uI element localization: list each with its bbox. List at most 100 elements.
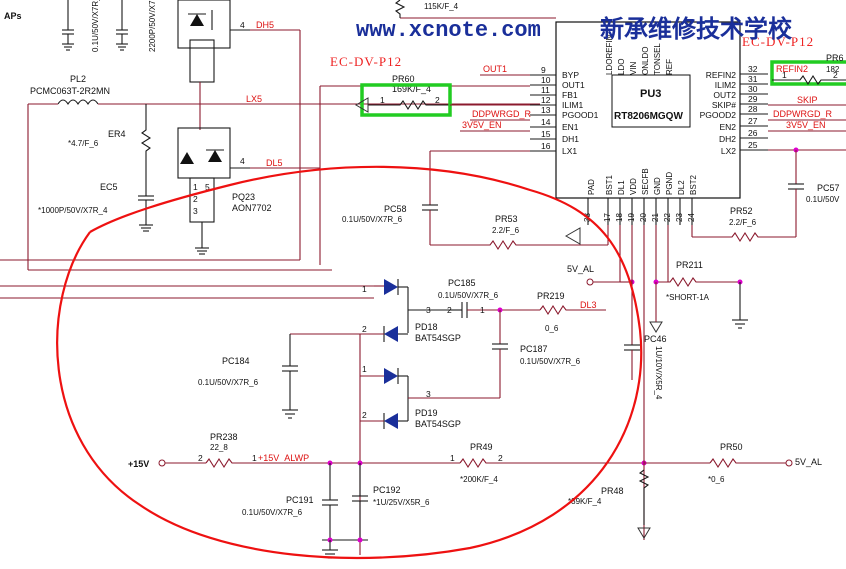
pin-name: LDO: [617, 59, 626, 75]
pin-num: 22: [663, 213, 672, 222]
pc57-ref: PC57: [817, 183, 840, 193]
pin-num: 15: [541, 129, 551, 139]
pc191-value: 0.1U/50V/X7R_6: [242, 508, 303, 517]
pin-num: 4: [240, 156, 245, 166]
pin-num: 18: [615, 213, 624, 222]
net-label-ddpwrgd-right: DDPWRGD_R: [773, 109, 833, 119]
pin-num: 2: [362, 410, 367, 420]
watermark-url: www.xcnote.com: [356, 18, 541, 43]
pin-num: 1: [252, 453, 257, 463]
pin-num: 3: [193, 206, 198, 216]
pin-num: 27: [748, 116, 758, 126]
pr211-value: *SHORT-1A: [666, 293, 710, 302]
net-label-skip: SKIP: [797, 95, 818, 105]
pl2-value: PCMC063T-2R2MN: [30, 86, 110, 96]
pr50-value: *0_6: [708, 475, 725, 484]
pr53-value: 2.2/F_6: [492, 226, 520, 235]
top-resistor-value: 115K/F_4: [424, 2, 459, 11]
pin-name: PGOOD2: [700, 110, 737, 120]
net-label-aps: APs: [4, 11, 22, 21]
diode-icon: [384, 279, 398, 295]
pr211-ref: PR211: [676, 260, 703, 270]
ground-arrow-icon: [637, 527, 651, 539]
cap-value: 0.1U/50V/X7R_6: [91, 0, 100, 52]
chip-part: RT8206MGQW: [614, 111, 683, 122]
pin-num: 30: [748, 84, 758, 94]
page-ref-right: EC-DV-P12: [742, 34, 814, 49]
pin-num: 12: [541, 95, 551, 105]
pr60-ref: PR60: [392, 74, 415, 84]
pin-name: VDD: [629, 178, 638, 195]
pin-num: 5: [205, 182, 210, 192]
pr48-resistor: [638, 469, 650, 525]
pd19-value: BAT54SGP: [415, 419, 461, 429]
chip-pu3-inner: [611, 74, 691, 128]
offpage-arrow-icon: [355, 97, 369, 113]
pin-num: 1: [782, 70, 787, 80]
pin-name: OUT1: [562, 80, 585, 90]
pc58-value: 0.1U/50V/X7R_6: [342, 215, 403, 224]
pin-name: OUT2: [713, 90, 736, 100]
mosfet-diode-icon: [180, 152, 194, 164]
pin-num: 1: [362, 284, 367, 294]
pin-name: LX2: [721, 146, 736, 156]
cap-value: 2200P/50V/X7R_4: [148, 0, 157, 52]
pin-name: DH1: [562, 134, 579, 144]
pc57-value: 0.1U/50V: [806, 195, 840, 204]
pin-num: 19: [627, 213, 636, 222]
pq23-ref: PQ23: [232, 192, 255, 202]
net-label-15v-alwp: +15V_ALWP: [258, 453, 309, 463]
pin-num: 25: [748, 140, 758, 150]
ec5-ref: EC5: [100, 182, 118, 192]
upper-mosfet: 4 DH5: [177, 0, 301, 240]
pin-name: DL1: [617, 180, 626, 195]
pr60-resistor: [368, 99, 450, 111]
ec5-value: *1000P/50V/X7R_4: [38, 206, 108, 215]
chip-left-pins: 9 10 11 12 13 14 15 16 BYP OUT1 FB1 ILIM…: [530, 65, 599, 156]
pc191-ref: PC191: [286, 495, 314, 505]
pin-name: GND: [653, 177, 662, 195]
net-label-5v-al-right: 5V_AL: [795, 457, 822, 467]
pin-name: SKIP#: [712, 100, 736, 110]
pin-num: 2: [362, 324, 367, 334]
pr219-value: 0_6: [545, 324, 559, 333]
net-label-5v-al: 5V_AL: [567, 264, 594, 274]
pin-name: BST1: [605, 174, 614, 195]
pin-num: 24: [687, 213, 696, 222]
pin-name: EN2: [719, 122, 736, 132]
pin-num: 1: [362, 364, 367, 374]
pin-num: 1: [193, 182, 198, 192]
pin-name: ILIM1: [562, 100, 584, 110]
pin-num: 21: [651, 213, 660, 222]
chip-ref: PU3: [640, 88, 661, 100]
pc187-value: 0.1U/50V/X7R_6: [520, 357, 581, 366]
pl2-inductor-coil: [57, 99, 99, 106]
pin-name: ONLDO: [641, 47, 650, 75]
net-label-out1: OUT1: [483, 64, 507, 74]
pr50-resistor: [709, 457, 786, 469]
pr49-value: *200K/F_4: [460, 475, 498, 484]
pin-num: 31: [748, 74, 758, 84]
net-label-dh5: DH5: [256, 20, 274, 30]
pin-num: 26: [748, 128, 758, 138]
5v-al-port-right: [785, 459, 793, 467]
pr50-ref: PR50: [720, 442, 743, 452]
pin-num: 13: [541, 105, 551, 115]
offpage-arrow-icon: [564, 227, 581, 245]
pr53-resistor: [430, 239, 608, 251]
pc184-value: 0.1U/50V/X7R_6: [198, 378, 259, 387]
pl2-ref: PL2: [70, 74, 86, 84]
pr49-ref: PR49: [470, 442, 493, 452]
pr52-resistor: [692, 231, 796, 243]
pr6-value: 182: [826, 65, 840, 74]
pq23-value: AON7702: [232, 203, 272, 213]
chip-pu3-body: [555, 21, 741, 199]
pd19-diode-pair: 1 2 3: [360, 364, 500, 429]
pd19-ref: PD19: [415, 408, 438, 418]
pin-name: BYP: [562, 70, 579, 80]
pr48-ref: PR48: [601, 486, 624, 496]
pin-num: 2: [833, 70, 838, 80]
pr211-resistor: [656, 276, 740, 288]
pin-num: 14: [541, 117, 551, 127]
